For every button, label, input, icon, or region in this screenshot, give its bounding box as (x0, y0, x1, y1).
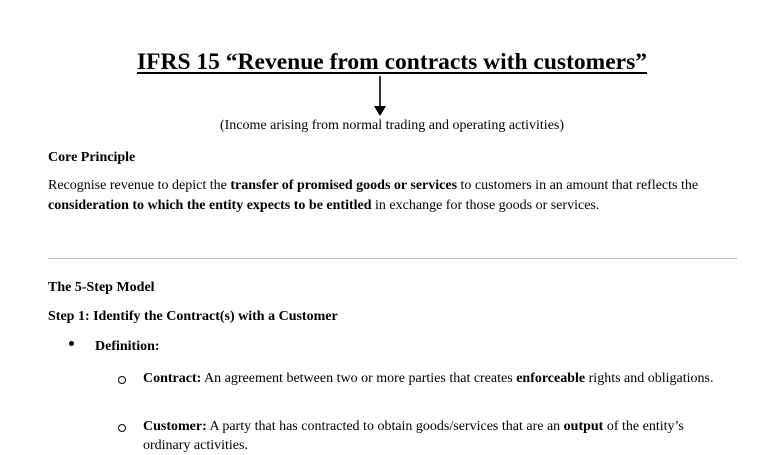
definition-label: Definition: (95, 339, 160, 354)
document-title: IFRS 15 “Revenue from contracts with cus… (137, 49, 647, 75)
bullet-icon (69, 341, 74, 346)
core-principle-heading: Core Principle (48, 150, 136, 165)
five-step-model-heading: The 5-Step Model (48, 280, 155, 295)
step1-heading: Step 1: Identify the Contract(s) with a … (48, 309, 338, 324)
contract-definition: Contract: An agreement between two or mo… (143, 371, 714, 386)
subtitle: (Income arising from normal trading and … (219, 118, 565, 133)
circle-bullet-icon (118, 376, 126, 384)
core-principle-paragraph: Recognise revenue to depict the transfer… (48, 178, 699, 213)
customer-definition: Customer: A party that has contracted to… (143, 419, 684, 453)
down-arrow-icon (374, 76, 386, 116)
section-divider (48, 258, 737, 259)
circle-bullet-icon (118, 424, 126, 432)
